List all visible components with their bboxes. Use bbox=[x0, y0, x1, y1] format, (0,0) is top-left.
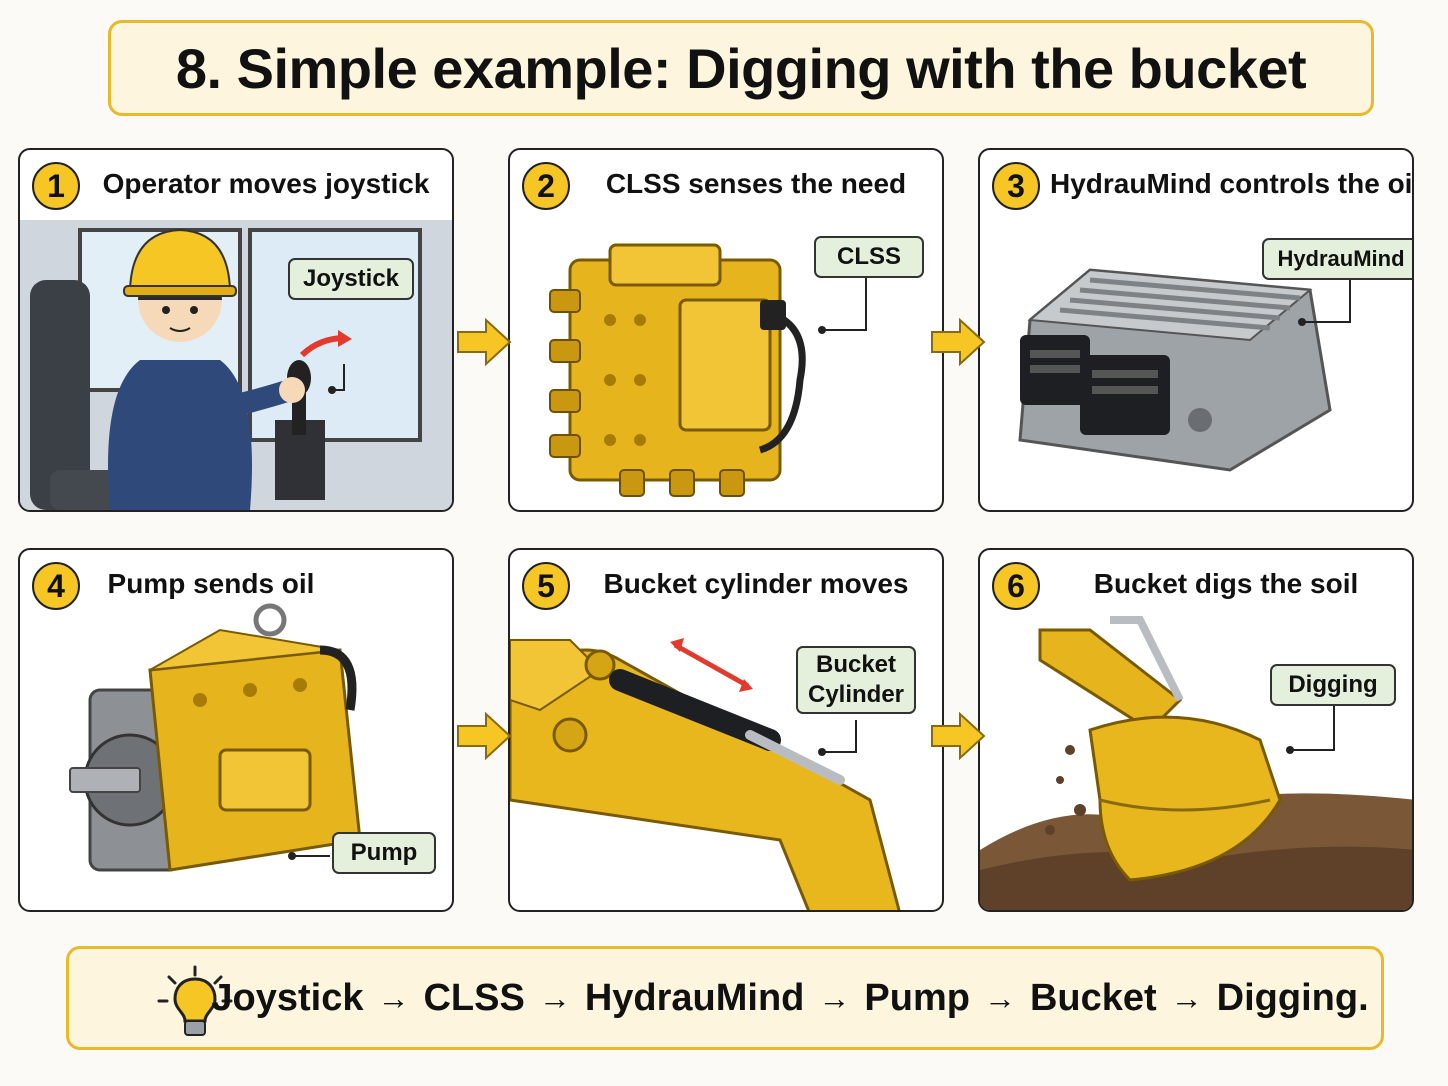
digging-bucket-illustration bbox=[980, 616, 1412, 910]
step-panel-2: 2 CLSS senses the need CLSS bbox=[508, 148, 944, 512]
flow-item: Pump bbox=[864, 976, 970, 1019]
tag-line: Bucket bbox=[815, 651, 897, 678]
step-number-badge: 6 bbox=[992, 562, 1040, 610]
clss-label: CLSS bbox=[814, 236, 924, 278]
step-number-badge: 3 bbox=[992, 162, 1040, 210]
step-title: HydrauMind controls the oil bbox=[1050, 168, 1414, 199]
step-panel-4: 4 Pump sends oil Pump bbox=[18, 548, 454, 912]
flow-item: Digging. bbox=[1216, 976, 1369, 1019]
arrow-right-icon bbox=[931, 712, 986, 760]
flow-item: CLSS bbox=[423, 976, 525, 1019]
flow-item: Bucket bbox=[1029, 976, 1157, 1019]
pump-label: Pump bbox=[332, 832, 436, 874]
arrow-right-icon bbox=[457, 712, 512, 760]
controller-ecu-illustration bbox=[1018, 268, 1351, 472]
step-title: Bucket cylinder moves bbox=[603, 568, 909, 599]
step-title: Pump sends oil bbox=[107, 568, 315, 599]
step-title: CLSS senses the need bbox=[605, 168, 907, 199]
joystick-label: Joystick bbox=[288, 258, 414, 300]
arrow-right-icon bbox=[931, 318, 986, 366]
step-title: Operator moves joystick bbox=[102, 168, 430, 199]
step-number-badge: 2 bbox=[522, 162, 570, 210]
step-panel-3: 3 HydrauMind controls the oil HydrauMind bbox=[978, 148, 1414, 512]
arrow-right-icon: → bbox=[818, 979, 851, 1016]
step-panel-5: 5 Bucket cylinder moves Bucket Cylinder bbox=[508, 548, 944, 912]
summary-flow: Joystick → CLSS → HydrauMind → Pump → Bu… bbox=[211, 949, 1368, 1047]
clss-valve-illustration bbox=[549, 243, 867, 497]
arrow-right-icon: → bbox=[1170, 979, 1203, 1016]
pump-illustration bbox=[69, 603, 362, 872]
bucket-cylinder-label: Bucket Cylinder bbox=[796, 646, 916, 714]
flow-item: HydrauMind bbox=[584, 976, 805, 1019]
bucket-cylinder-illustration bbox=[510, 638, 901, 910]
arrow-right-icon: → bbox=[377, 979, 410, 1016]
arrow-right-icon bbox=[457, 318, 512, 366]
summary-bar: Joystick → CLSS → HydrauMind → Pump → Bu… bbox=[66, 946, 1384, 1050]
operator-cab-illustration bbox=[20, 220, 452, 510]
arrow-right-icon: → bbox=[983, 979, 1016, 1016]
arrow-right-icon: → bbox=[538, 979, 571, 1016]
step-number-badge: 1 bbox=[32, 162, 80, 210]
lightbulb-icon bbox=[157, 965, 233, 1036]
tag-line: Cylinder bbox=[807, 681, 905, 708]
flow-item: Joystick bbox=[211, 976, 364, 1019]
page-title: 8. Simple example: Digging with the buck… bbox=[175, 36, 1307, 100]
hydraumind-label: HydrauMind bbox=[1262, 238, 1412, 280]
digging-label: Digging bbox=[1270, 664, 1396, 706]
step-title: Bucket digs the soil bbox=[1093, 568, 1359, 599]
step-panel-1: 1 Operator moves joystick Joystick bbox=[18, 148, 454, 512]
step-panel-6: 6 Bucket digs the soil Digging bbox=[978, 548, 1414, 912]
step-number-badge: 5 bbox=[522, 562, 570, 610]
title-banner: 8. Simple example: Digging with the buck… bbox=[108, 20, 1374, 116]
step-number-badge: 4 bbox=[32, 562, 80, 610]
